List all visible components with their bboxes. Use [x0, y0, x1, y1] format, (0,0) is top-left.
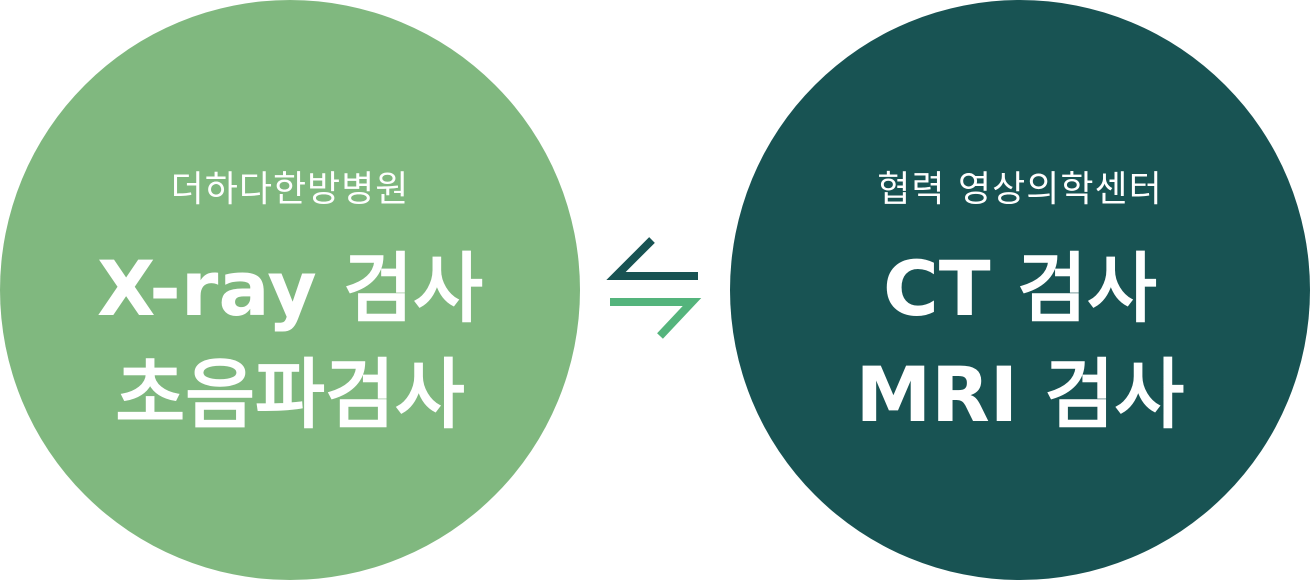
arrow-right-icon: [610, 298, 702, 339]
exchange-arrows-icon: [606, 237, 702, 339]
imaging-center-name: 협력 영상의학센터: [877, 169, 1163, 210]
imaging-center-circle: 협력 영상의학센터 CT 검사 MRI 검사: [730, 0, 1310, 580]
arrow-left-icon: [606, 237, 698, 280]
ct-exam-label: CT 검사: [883, 244, 1157, 333]
ultrasound-exam-label: 초음파검사: [115, 350, 465, 439]
xray-exam-label: X-ray 검사: [96, 244, 484, 333]
hospital-name: 더하다한방병원: [170, 169, 410, 210]
hospital-circle: 더하다한방병원 X-ray 검사 초음파검사: [0, 0, 580, 580]
mri-exam-label: MRI 검사: [855, 350, 1185, 439]
